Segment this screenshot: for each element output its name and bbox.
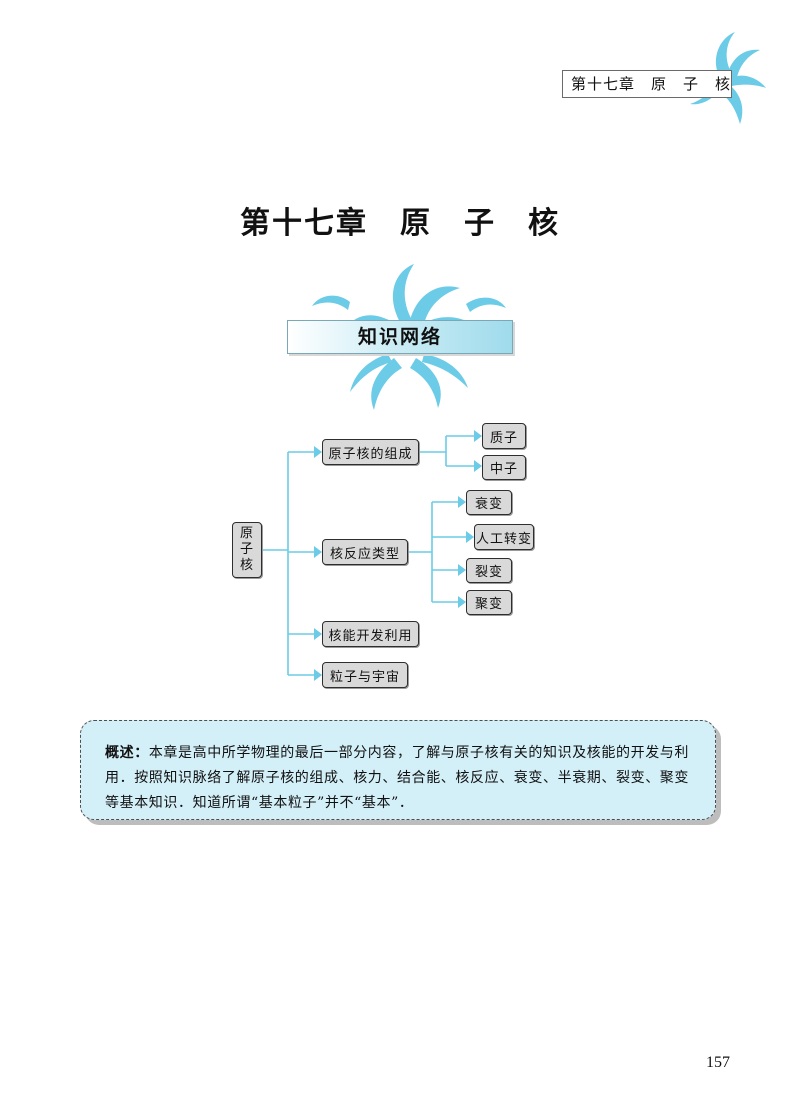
leaf-fission: 裂变 [466,558,512,583]
leaf-decay: 衰变 [466,490,512,515]
summary-label: 概述： [105,745,149,761]
mind-map-root-label: 原子核 [240,526,255,573]
running-header: 第十七章 原 子 核 [562,70,732,98]
page-number: 157 [706,1054,730,1071]
leaf-proton: 质子 [482,423,526,449]
leaf-fusion: 聚变 [466,590,512,615]
section-banner: 知识网络 [287,320,513,354]
chapter-summary-box: 概述：本章是高中所学物理的最后一部分内容，了解与原子核有关的知识及核能的开发与利… [80,720,716,820]
running-header-text: 第十七章 原 子 核 [571,75,732,93]
leaf-artificial-transmutation: 人工转变 [474,524,534,550]
leaf-neutron: 中子 [482,455,526,480]
banner-flourish-icon [312,264,506,410]
branch-particles-and-universe: 粒子与宇宙 [322,662,408,688]
chapter-title: 第十七章 原 子 核 [240,206,560,241]
summary-text: 本章是高中所学物理的最后一部分内容，了解与原子核有关的知识及核能的开发与利用．按… [105,745,690,811]
branch-nuclear-reaction-types: 核反应类型 [322,539,408,565]
branch-nucleus-composition: 原子核的组成 [322,439,419,465]
mind-map-root: 原子核 [232,522,262,578]
branch-nuclear-energy-use: 核能开发利用 [322,621,419,647]
